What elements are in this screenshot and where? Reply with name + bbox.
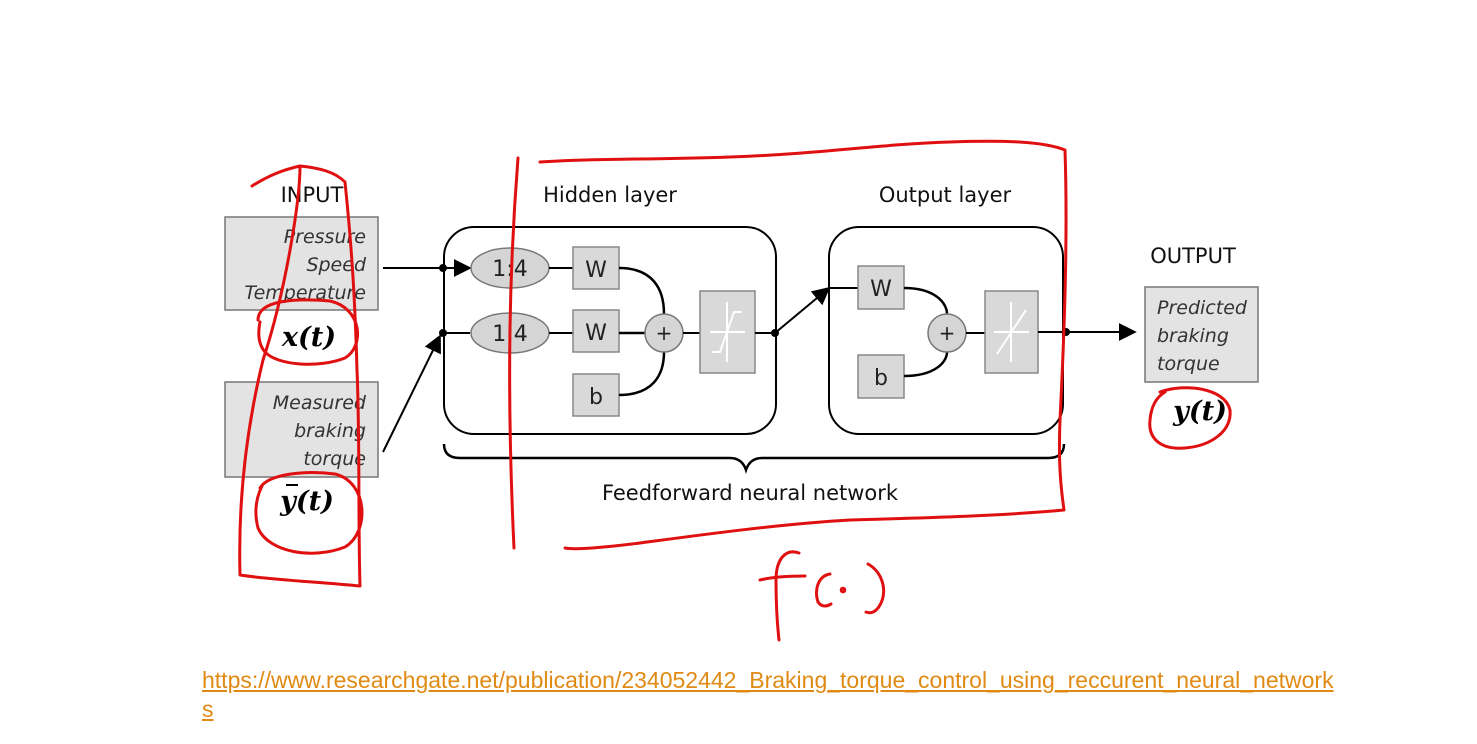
linear-icon bbox=[994, 302, 1029, 362]
hidden-sum-label: + bbox=[656, 321, 673, 345]
network-caption: Feedforward neural network bbox=[602, 481, 899, 505]
red-annotations bbox=[238, 139, 1232, 642]
hidden-bias-box bbox=[572, 373, 620, 417]
handwritten-f bbox=[758, 550, 807, 642]
output-torque-label: torque bbox=[1157, 353, 1220, 375]
connector bbox=[903, 351, 949, 378]
hidden-bias-label: b bbox=[589, 385, 603, 410]
hidden-weight-box-1 bbox=[572, 246, 620, 290]
output-bias-label: b bbox=[874, 366, 888, 391]
network-outline bbox=[538, 139, 1068, 551]
output-layer-title: Output layer bbox=[879, 183, 1012, 207]
output-braking-label: braking bbox=[1157, 325, 1229, 347]
hidden-weight-label-2: W bbox=[585, 321, 607, 346]
hidden-layer-title: Hidden layer bbox=[543, 183, 677, 207]
predicted-label: Predicted bbox=[1157, 297, 1248, 319]
output-sum-label: + bbox=[939, 321, 956, 345]
sigmoid-icon bbox=[710, 302, 745, 362]
y-of-t-symbol: y(t) bbox=[1172, 396, 1227, 427]
x-of-t-circle bbox=[256, 298, 360, 366]
connector-feedback-to-delay bbox=[382, 334, 441, 453]
hidden-weight-label-1: W bbox=[585, 258, 607, 283]
network-left-stroke bbox=[508, 156, 520, 550]
handwritten-close-paren bbox=[864, 562, 885, 615]
hidden-weight-box-2 bbox=[572, 309, 620, 353]
input-header: INPUT bbox=[281, 183, 344, 207]
x-of-t-symbol: x(t) bbox=[281, 322, 336, 353]
input-speed-label: Speed bbox=[306, 254, 367, 276]
connector bbox=[618, 266, 666, 315]
connector-hidden-to-output bbox=[774, 286, 831, 334]
input-column-outline bbox=[238, 164, 362, 588]
handwritten-open-paren bbox=[815, 572, 833, 608]
input-temperature-label: Temperature bbox=[244, 282, 366, 304]
torque-label: torque bbox=[303, 448, 366, 470]
output-weight-label: W bbox=[870, 277, 892, 302]
handwritten-dot bbox=[839, 586, 847, 594]
connector bbox=[618, 351, 666, 397]
input-pressure-label: Pressure bbox=[284, 226, 366, 248]
network-brace bbox=[442, 443, 1066, 474]
y-bar-of-t-symbol: y(t) bbox=[279, 486, 334, 517]
y-of-t-circle bbox=[1148, 386, 1232, 450]
output-bias-box bbox=[857, 354, 905, 399]
connector bbox=[903, 286, 949, 315]
output-weight-box bbox=[857, 265, 905, 310]
braking-label: braking bbox=[294, 420, 366, 442]
y-bar-of-t-circle bbox=[254, 471, 364, 555]
measured-label: Measured bbox=[273, 392, 367, 414]
source-link[interactable]: https://www.researchgate.net/publication… bbox=[202, 667, 1334, 722]
output-header: OUTPUT bbox=[1150, 244, 1236, 268]
output-box: Predicted braking torque bbox=[1144, 286, 1259, 383]
